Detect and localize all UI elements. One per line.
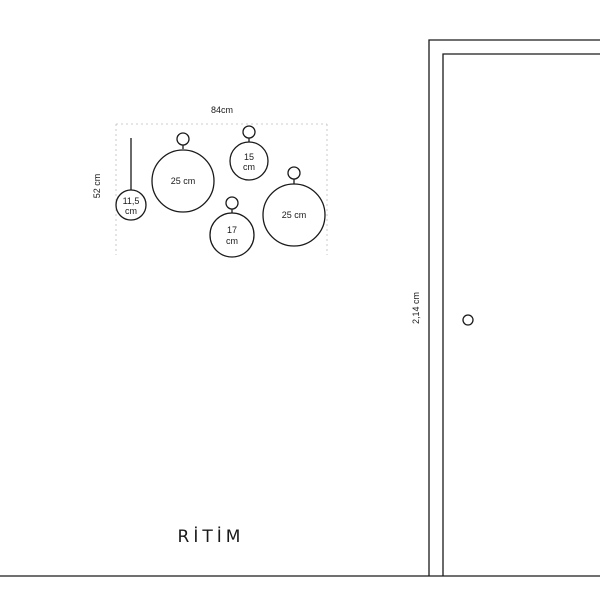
mirror-large-right — [262, 166, 326, 247]
mirror-top-right-label-2: cm — [243, 162, 255, 172]
mirror-large-left-label: 25 cm — [171, 176, 196, 186]
mirror-bottom-center-label-1: 17 — [227, 225, 237, 235]
mirror-top-right — [229, 125, 269, 181]
brand-logo-text: RİTİM — [178, 526, 245, 547]
height-dimension-label: 52 cm — [92, 174, 102, 199]
door-height-label: 2,14 cm — [411, 292, 421, 324]
door-panel — [442, 53, 600, 576]
door-knob-icon — [462, 314, 474, 326]
door-frame — [428, 39, 600, 576]
mirror-bottom-center-label-2: cm — [226, 236, 238, 246]
door — [428, 39, 600, 576]
mirror-bottom-center — [209, 196, 255, 258]
mirror-small-label-2: cm — [125, 206, 137, 216]
width-dimension-label: 84cm — [211, 105, 233, 115]
mirror-top-right-label-1: 15 — [244, 152, 254, 162]
mirror-small — [115, 138, 147, 221]
mirror-large-right-label: 25 cm — [282, 210, 307, 220]
mirror-small-label-1: 11,5 — [123, 196, 140, 206]
arrangement-guide — [115, 123, 328, 255]
mirror-large-left — [151, 132, 215, 213]
